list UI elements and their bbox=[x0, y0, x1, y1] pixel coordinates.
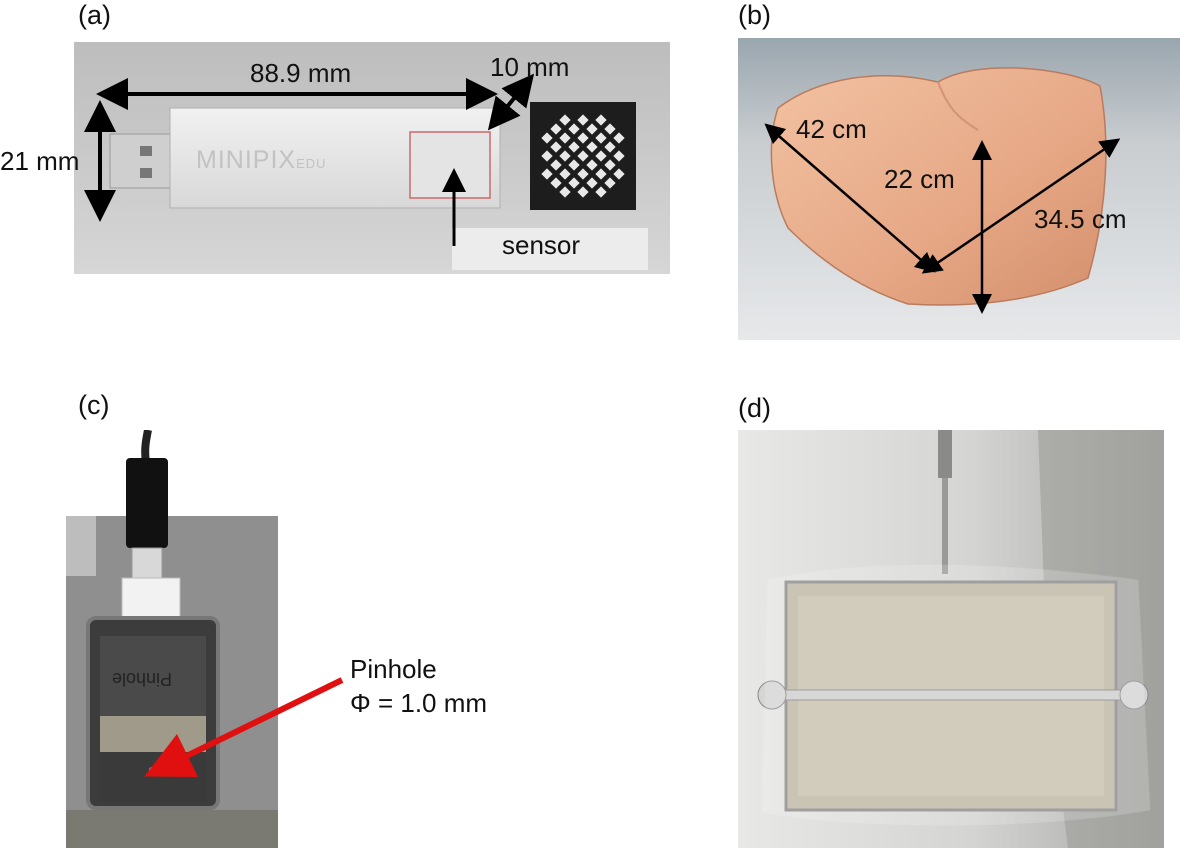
phantom-length-label: 42 cm bbox=[796, 114, 867, 144]
phantom-width-label: 34.5 cm bbox=[1034, 204, 1127, 234]
brand-main-text: MINIPIX bbox=[196, 146, 297, 174]
length-label: 88.9 mm bbox=[250, 58, 352, 88]
brand-logo-text: MINIPIXEDU bbox=[196, 146, 327, 175]
phantom-length-arrow bbox=[764, 123, 936, 273]
panel-label-c: (c) bbox=[78, 390, 110, 420]
panel-a-dimension-arrows bbox=[84, 73, 535, 246]
panel-d-photo bbox=[738, 430, 1164, 848]
cap-hole bbox=[586, 177, 598, 189]
cap-hole bbox=[577, 186, 589, 198]
pinhole-arrow bbox=[144, 677, 344, 778]
cap-hole bbox=[604, 177, 616, 189]
depth-arrow bbox=[487, 73, 535, 131]
phantom-width-arrow bbox=[921, 138, 1121, 274]
cap-hole bbox=[595, 186, 607, 198]
cap-hole bbox=[559, 186, 571, 198]
brand-sub-text: EDU bbox=[296, 156, 327, 171]
height-label: 21 mm bbox=[0, 146, 80, 176]
cap-hole bbox=[568, 177, 580, 189]
panel-b-dimension-arrows bbox=[764, 123, 1121, 314]
panel-label-b: (b) bbox=[738, 0, 771, 30]
cap-hole bbox=[550, 177, 562, 189]
panel-label-d: (d) bbox=[738, 393, 771, 423]
panel-c-photo bbox=[66, 430, 278, 848]
sensor-label: sensor bbox=[502, 230, 581, 260]
pinhole-size: Φ = 1.0 mm bbox=[350, 688, 488, 718]
phantom-height-label: 22 cm bbox=[884, 164, 955, 194]
panel-label-a: (a) bbox=[78, 0, 111, 30]
depth-label: 10 mm bbox=[490, 52, 570, 82]
pinhole-title: Pinhole bbox=[350, 654, 437, 684]
